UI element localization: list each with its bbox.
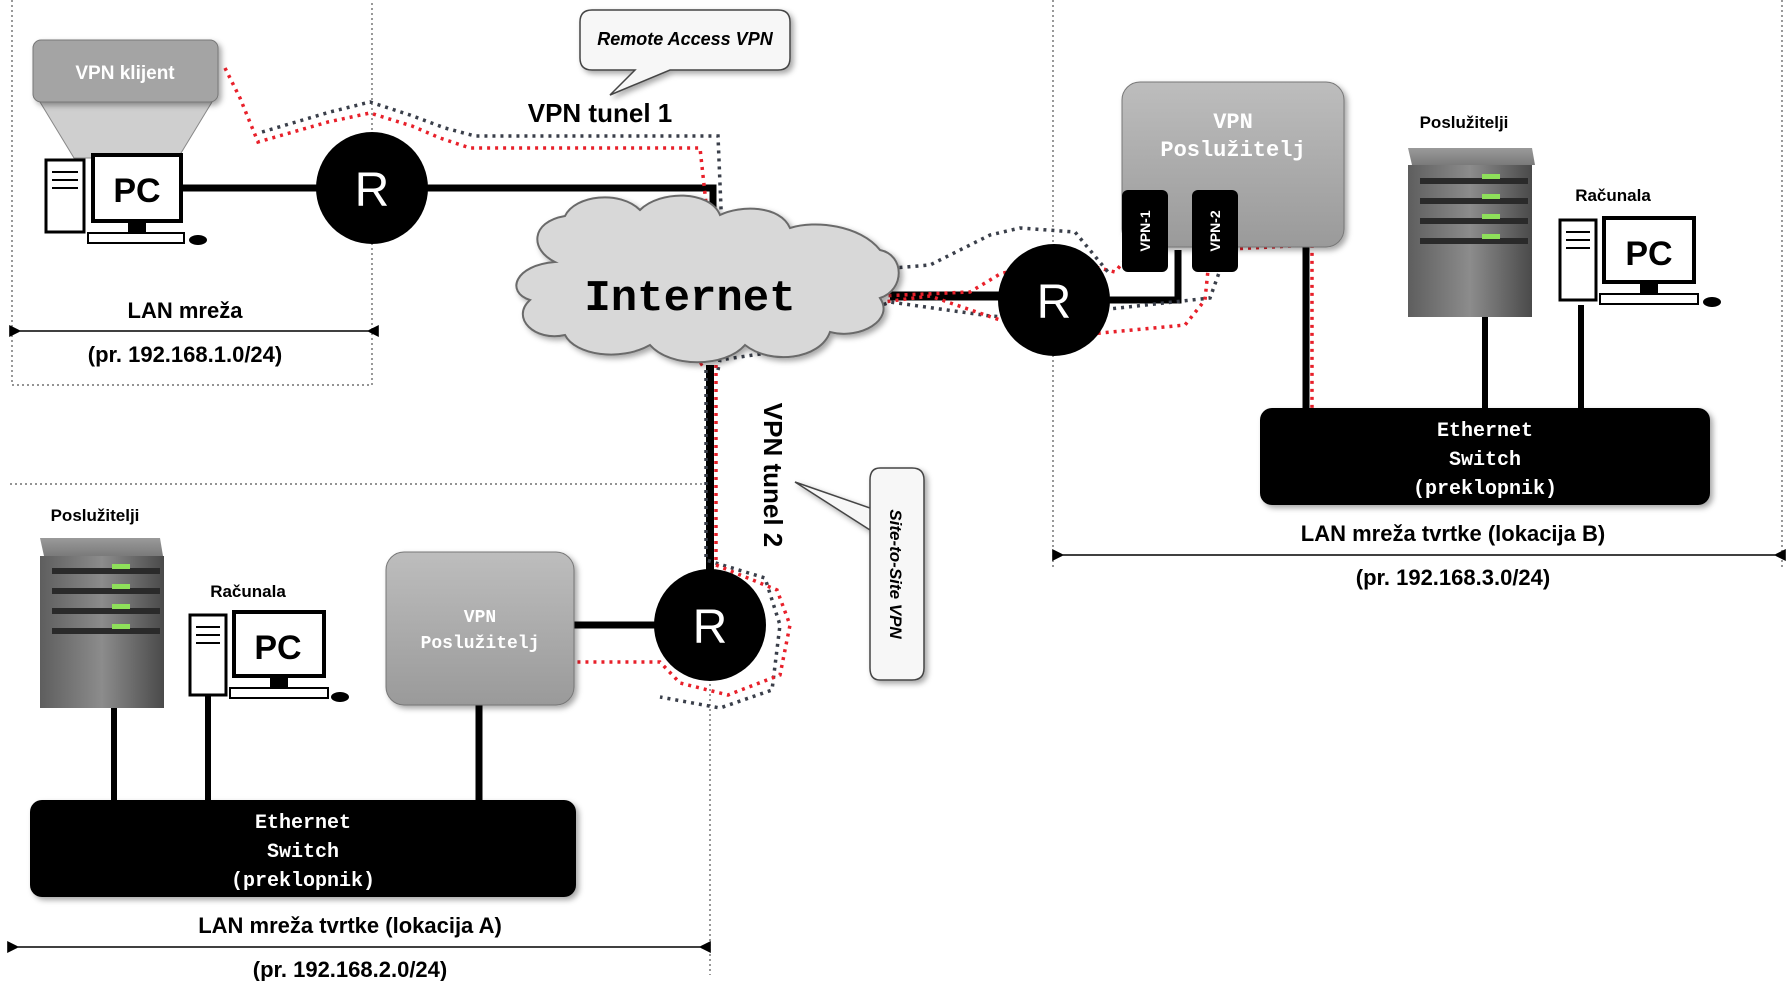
site-b-servers-label: Poslužitelji — [1420, 113, 1509, 132]
pc-icon-site-a — [188, 610, 349, 702]
site-b-switch-line3: (preklopnik) — [1413, 478, 1557, 501]
lan1-border — [11, 0, 373, 386]
site-b-title: LAN mreža tvrtke (lokacija B) — [1301, 521, 1605, 546]
site-b-port-1-label: VPN-1 — [1137, 210, 1153, 251]
router-lan1-label: R — [355, 164, 390, 217]
internet-label: Internet — [584, 274, 795, 324]
tunnel-2-label: VPN tunel 2 — [758, 403, 788, 547]
callout-site-to-site-text: Site-to-Site VPN — [886, 509, 905, 639]
site-a-vpn-server-line2: Poslužitelj — [421, 634, 540, 654]
vpn-client-box — [32, 39, 219, 103]
site-a-servers-label: Poslužitelji — [51, 506, 140, 525]
lan1-subnet: (pr. 192.168.1.0/24) — [88, 342, 282, 367]
site-a-switch — [30, 800, 576, 897]
site-b-vpn-server-line1: VPN — [1213, 110, 1253, 135]
callout-remote-access — [579, 9, 791, 96]
tunnel-1-label: VPN tunel 1 — [528, 98, 672, 128]
site-a-computers-label: Računala — [210, 582, 286, 601]
site-a-switch-line2: Switch — [267, 841, 339, 864]
site-a-title: LAN mreža tvrtke (lokacija A) — [198, 913, 502, 938]
pc-label-site-b: PC — [1625, 235, 1672, 273]
callout-remote-access-text: Remote Access VPN — [597, 29, 773, 49]
site-b-port-2-label: VPN-2 — [1207, 210, 1223, 251]
router-site-b: R — [998, 244, 1110, 356]
site-a-subnet: (pr. 192.168.2.0/24) — [253, 957, 447, 981]
site-b-computers-label: Računala — [1575, 186, 1651, 205]
router-lan1: R — [316, 132, 428, 244]
pc-label-site-a: PC — [254, 629, 301, 667]
vpn-client-projection — [39, 101, 213, 159]
site-b-switch-line1: Ethernet — [1437, 420, 1533, 443]
site-b-subnet: (pr. 192.168.3.0/24) — [1356, 565, 1550, 590]
pc-label-lan1: PC — [113, 172, 160, 210]
pc-icon-lan1 — [44, 153, 207, 245]
site-b-port-1 — [1122, 190, 1168, 272]
router-site-b-label: R — [1037, 276, 1072, 329]
site-b-server-tower — [1408, 148, 1535, 317]
router-site-a: R — [654, 569, 766, 681]
site-a-vpn-server — [385, 551, 575, 706]
lan1-title: LAN mreža — [128, 298, 244, 323]
site-b-port-2 — [1192, 190, 1238, 272]
router-site-a-label: R — [693, 601, 728, 654]
pc-icon-site-b — [1558, 216, 1721, 307]
vpn-client-label: VPN klijent — [75, 63, 175, 84]
callout-site-to-site — [794, 467, 925, 681]
site-b-switch — [1260, 408, 1710, 505]
site-b-switch-line2: Switch — [1449, 449, 1521, 472]
site-a-switch-line3: (preklopnik) — [231, 870, 375, 893]
site-a-vpn-server-line1: VPN — [464, 608, 496, 628]
internet-cloud — [515, 194, 900, 364]
site-b-vpn-server-line2: Poslužitelj — [1160, 138, 1305, 163]
site-a-server-tower — [40, 538, 164, 708]
site-a-switch-line1: Ethernet — [255, 812, 351, 835]
